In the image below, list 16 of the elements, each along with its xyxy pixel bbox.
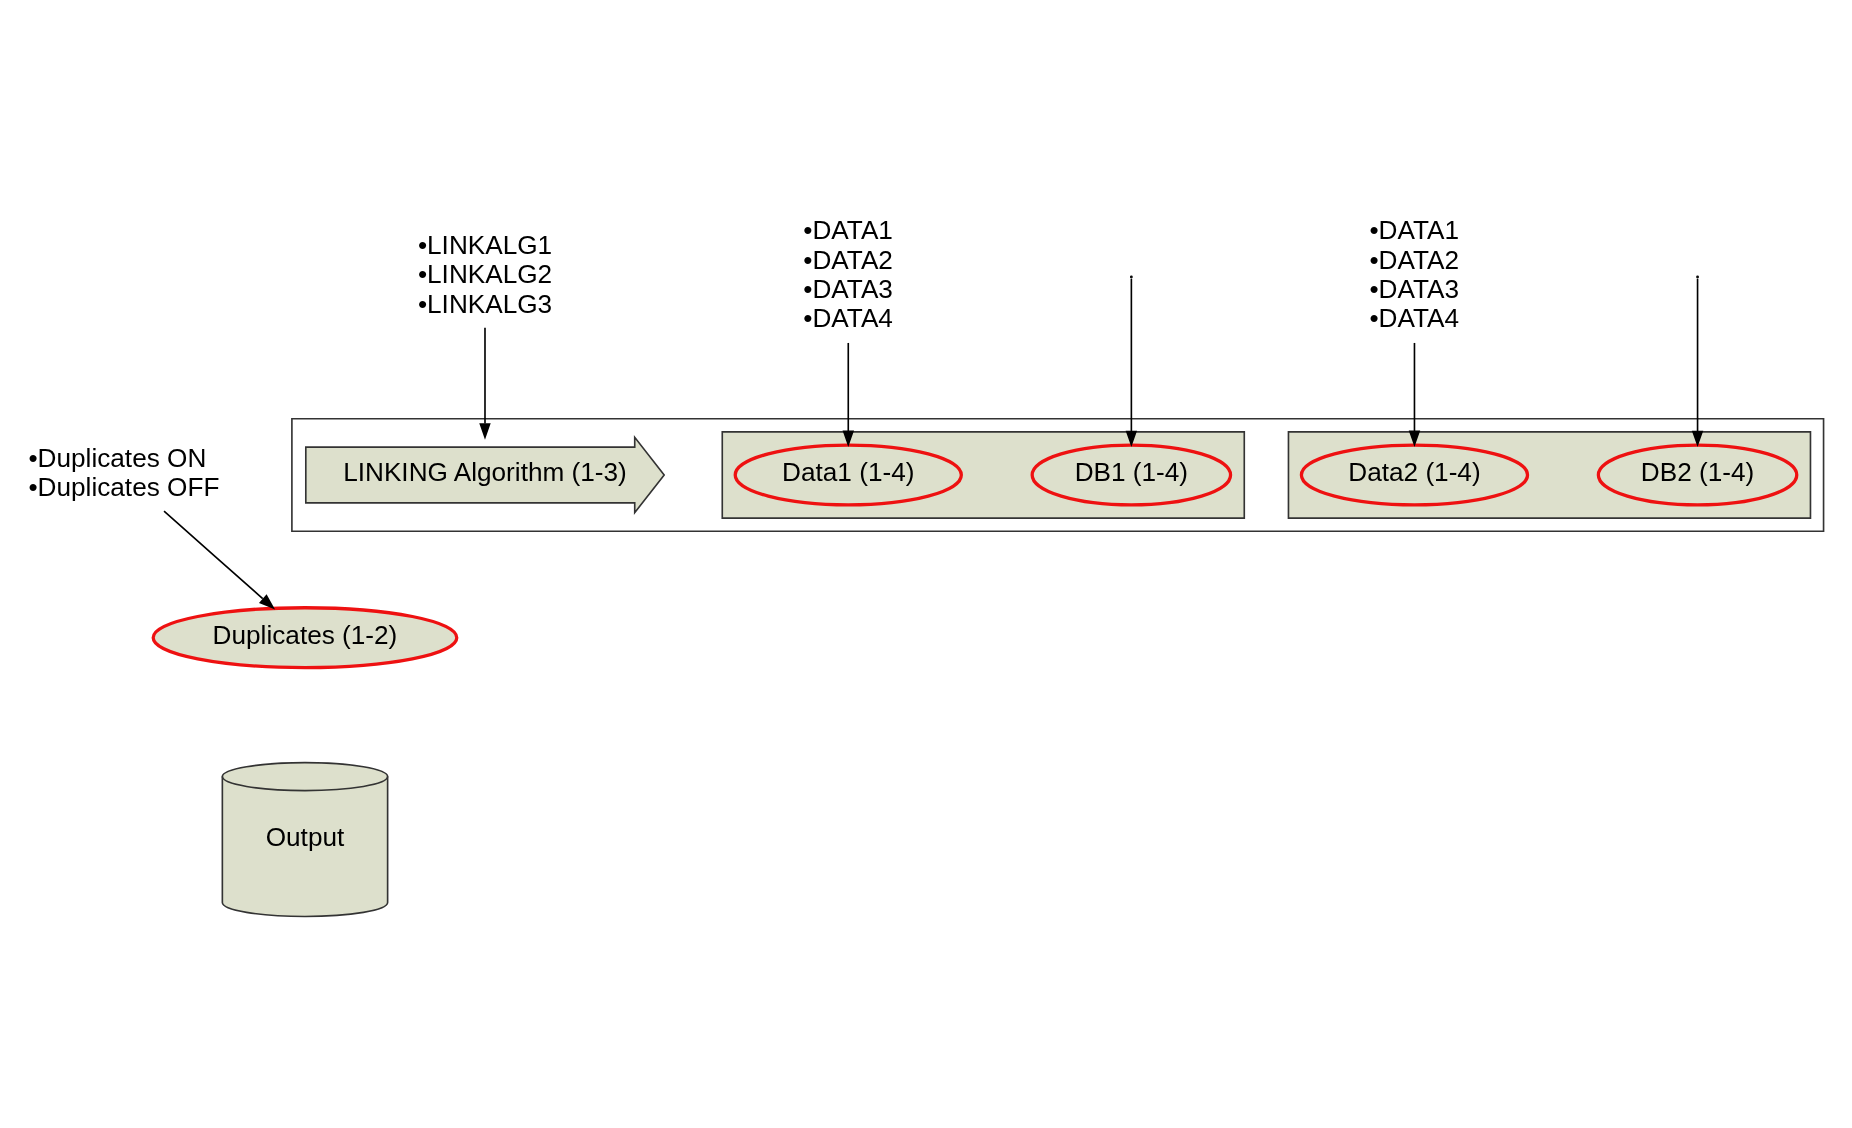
node-ellipse: Duplicates (1-2): [151, 606, 459, 670]
node-ellipse: Data2 (1-4): [1299, 443, 1530, 507]
node-ellipse: DB1 (1-4): [1030, 443, 1233, 507]
node-text: •LINKALG1 •LINKALG2 •LINKALG3: [417, 229, 553, 319]
node-ellipse: Data1 (1-4): [733, 443, 963, 507]
arrow: [479, 326, 491, 440]
arrow: [1125, 277, 1138, 448]
arrow: [163, 510, 276, 610]
node-text: •DATA1 •DATA2 •DATA3 •DATA4: [1369, 215, 1460, 334]
node-text: •Duplicates ON •Duplicates OFF: [28, 442, 220, 502]
arrow: [842, 342, 854, 447]
arrow: [1408, 342, 1421, 447]
arrow: [1691, 277, 1704, 448]
cluster: [291, 417, 1825, 533]
node-text: •DATA1 •DATA2 •DATA3 •DATA4: [803, 215, 893, 334]
node-ellipse: DB2 (1-4): [1596, 443, 1799, 507]
